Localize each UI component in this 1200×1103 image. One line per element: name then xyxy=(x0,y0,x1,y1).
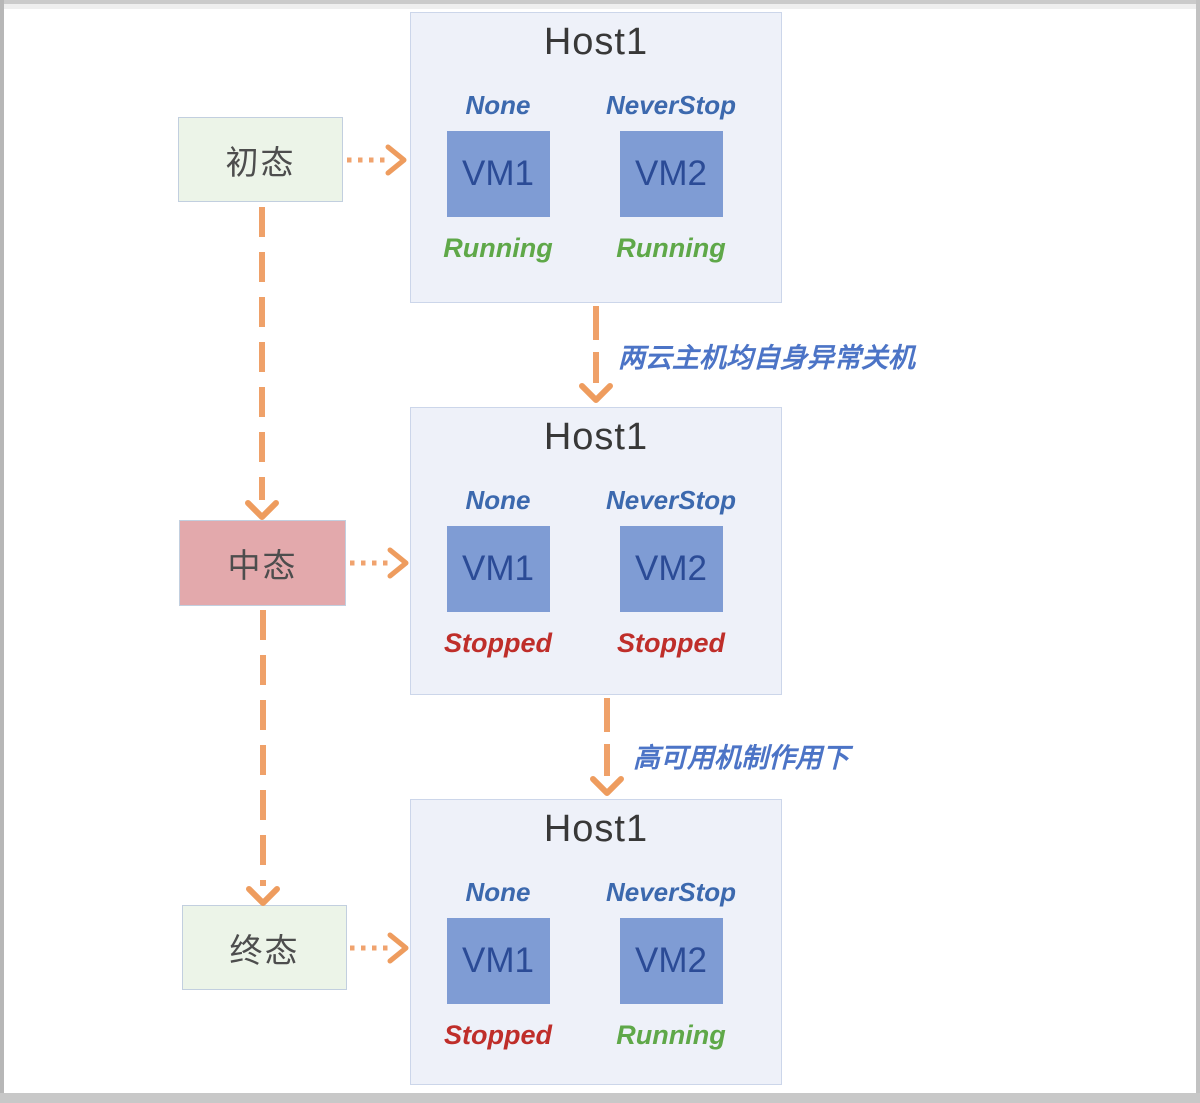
vm1-policy-label: None xyxy=(465,485,531,515)
vm2-box: VM2 xyxy=(619,526,723,612)
vm2-status-label: Running xyxy=(616,1020,726,1050)
host-title: Host1 xyxy=(543,808,649,850)
vm2-policy-label: NeverStop xyxy=(605,877,737,907)
vm2-column: NeverStop VM2 Running xyxy=(596,876,746,1051)
frame-left-edge xyxy=(0,0,4,1103)
vm1-box: VM1 xyxy=(446,526,550,612)
host-box-initial: Host1 None VM1 Running NeverStop VM2 Run… xyxy=(410,12,782,303)
transition-label-ha-mechanism: 高可用机制作用下 xyxy=(633,743,849,773)
vm1-policy-label: None xyxy=(465,90,531,120)
vm2-column: NeverStop VM2 Running xyxy=(596,89,746,264)
vm2-name: VM2 xyxy=(635,549,707,588)
vm2-column: NeverStop VM2 Stopped xyxy=(596,484,746,659)
arrow-host1-to-host2 xyxy=(579,306,613,403)
vm1-name: VM1 xyxy=(462,549,534,588)
arrow-middle-to-final-state xyxy=(246,610,280,906)
vm1-column: None VM1 Stopped xyxy=(423,876,573,1051)
vm1-status-label: Stopped xyxy=(444,1020,552,1050)
vm2-policy-label: NeverStop xyxy=(605,485,737,515)
vm2-name: VM2 xyxy=(635,941,707,980)
vm2-box: VM2 xyxy=(619,918,723,1004)
vm2-name: VM2 xyxy=(635,154,707,193)
vm1-box: VM1 xyxy=(446,131,550,217)
host-box-middle: Host1 None VM1 Stopped NeverStop VM2 Sto… xyxy=(410,407,782,695)
state-box-initial: 初态 xyxy=(178,117,343,202)
vm2-status-label: Running xyxy=(616,233,726,263)
arrow-host2-to-host3 xyxy=(590,698,624,796)
vm1-column: None VM1 Stopped xyxy=(423,484,573,659)
vm1-box: VM1 xyxy=(446,918,550,1004)
state-box-middle: 中态 xyxy=(179,520,346,606)
arrow-middle-to-host xyxy=(350,547,409,579)
vm2-status-label: Stopped xyxy=(617,628,725,658)
frame-top-inner-strip xyxy=(4,4,1196,9)
vm2-policy-label: NeverStop xyxy=(605,90,737,120)
vm1-status-label: Stopped xyxy=(444,628,552,658)
host-box-final: Host1 None VM1 Stopped NeverStop VM2 Run… xyxy=(410,799,782,1085)
host-title: Host1 xyxy=(543,416,649,458)
transition-label-abnormal-shutdown: 两云主机均自身异常关机 xyxy=(618,343,915,373)
vm1-status-label: Running xyxy=(443,233,553,263)
vm2-box: VM2 xyxy=(619,131,723,217)
arrow-initial-to-host xyxy=(347,144,407,176)
frame-bottom-edge xyxy=(0,1093,1200,1103)
vm1-name: VM1 xyxy=(462,154,534,193)
host-title: Host1 xyxy=(543,21,649,63)
vm1-column: None VM1 Running xyxy=(423,89,573,264)
arrow-initial-to-middle-state xyxy=(245,207,279,520)
vm1-name: VM1 xyxy=(462,941,534,980)
state-box-final: 终态 xyxy=(182,905,347,990)
arrow-final-to-host xyxy=(350,932,409,964)
frame-right-edge xyxy=(1196,0,1200,1103)
vm1-policy-label: None xyxy=(465,877,531,907)
frame-top-edge xyxy=(0,0,1200,4)
